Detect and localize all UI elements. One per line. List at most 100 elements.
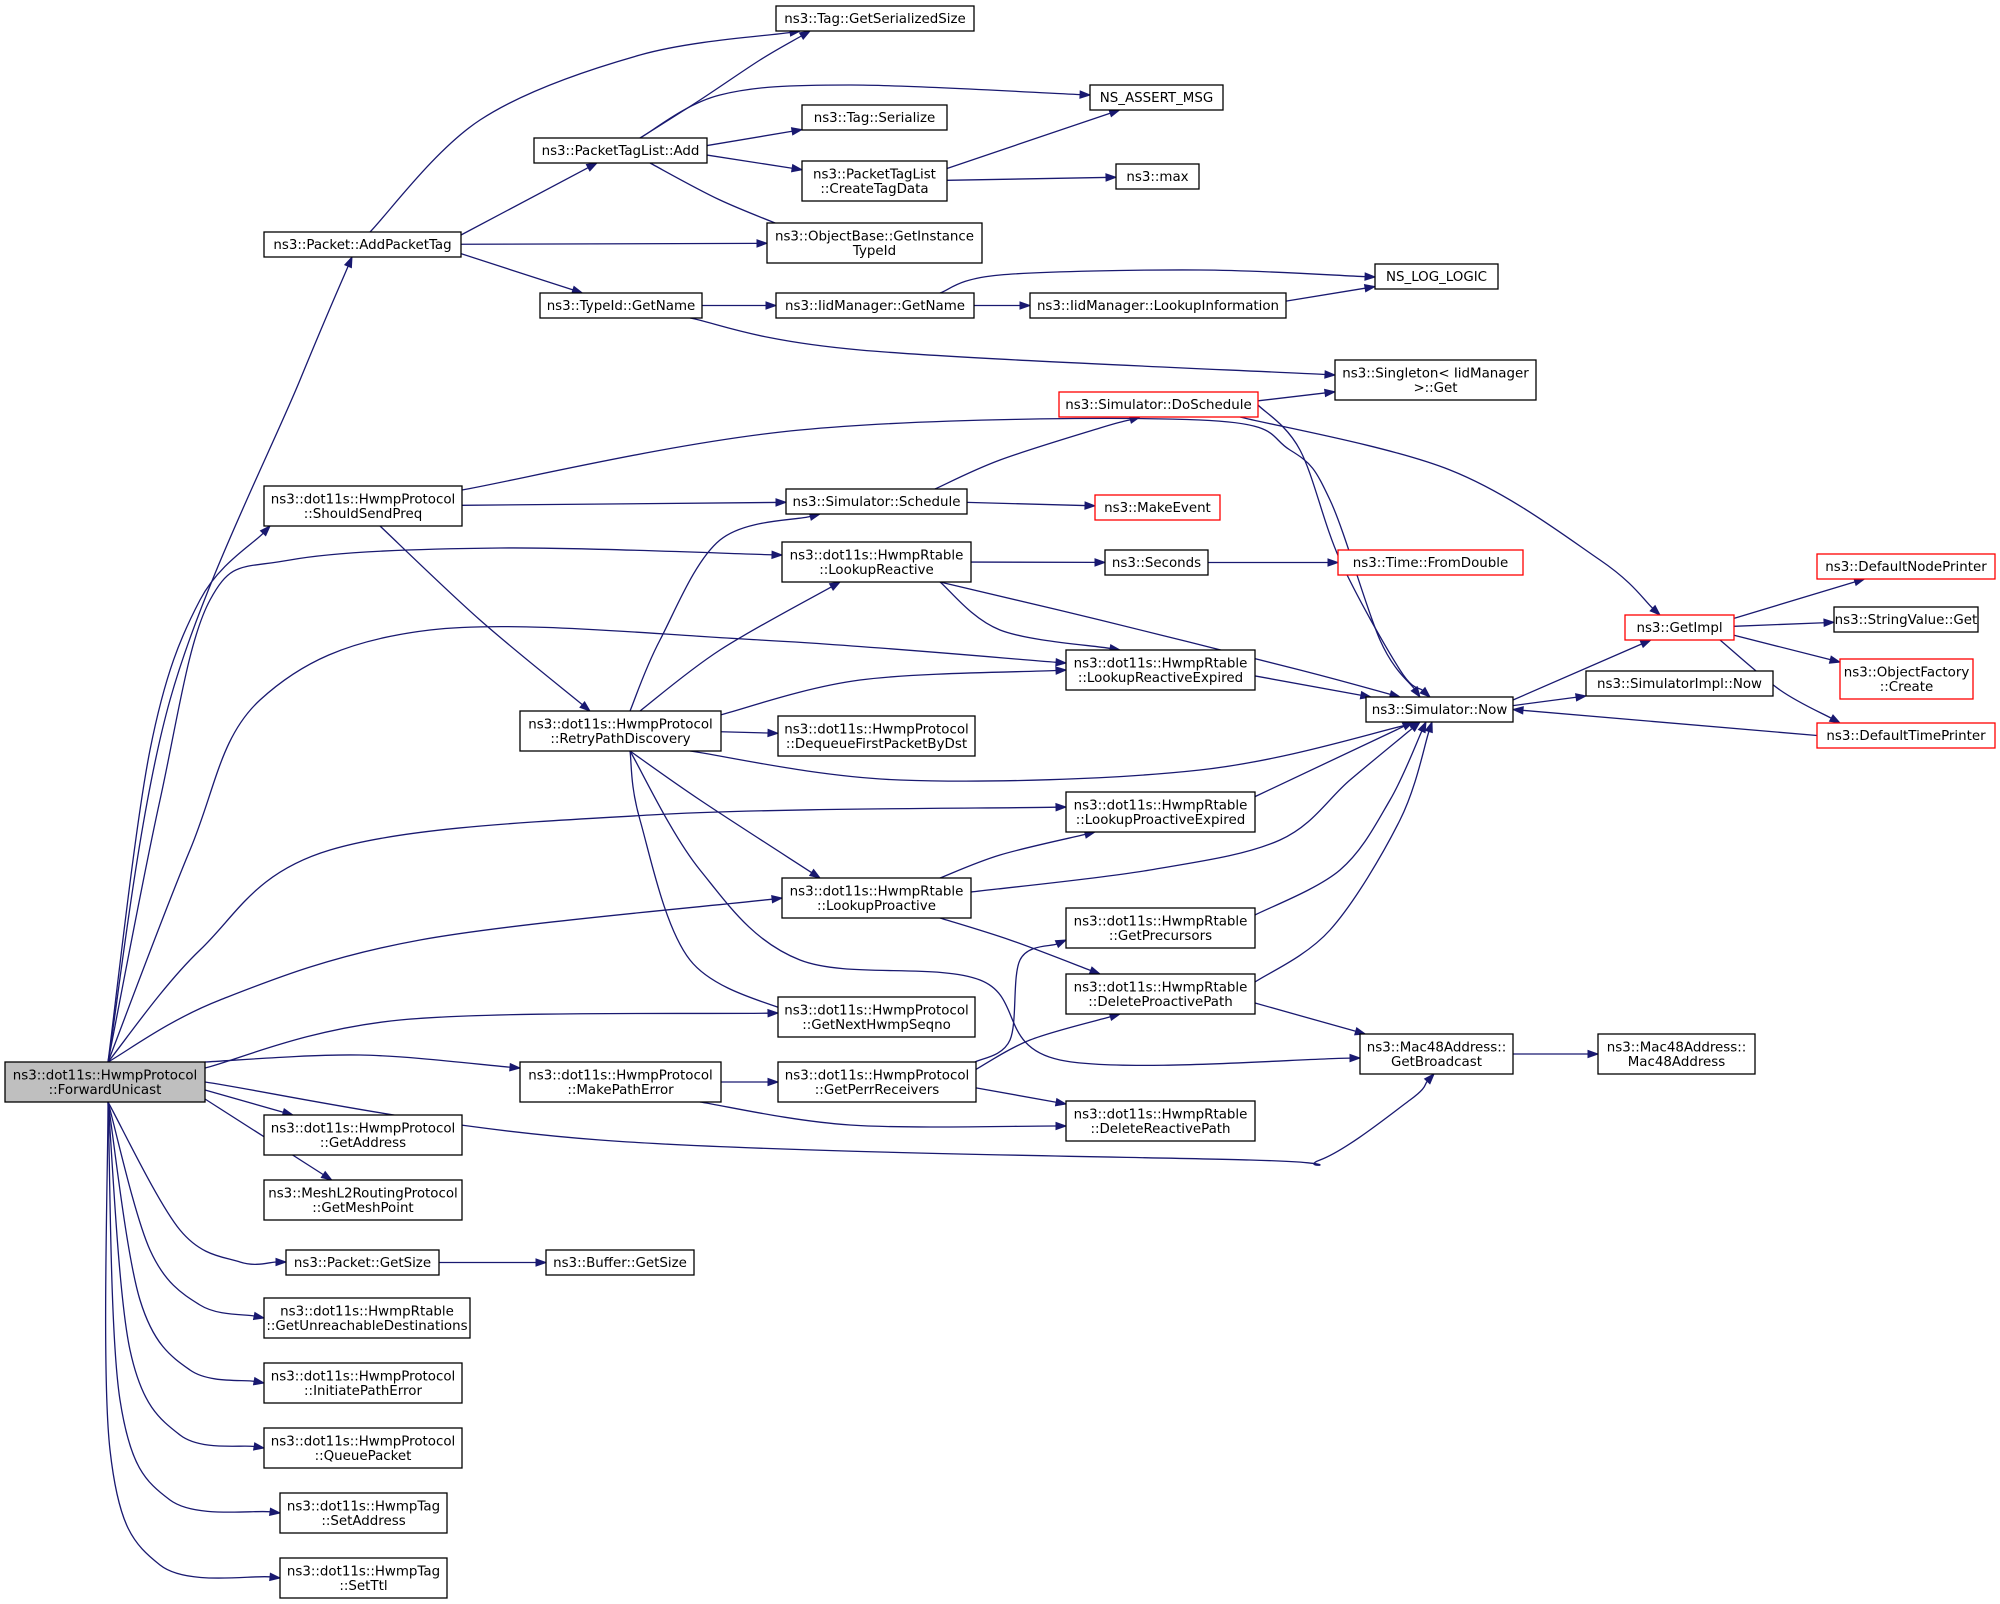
edge-dpp-to-macbc [1254, 1002, 1367, 1036]
edge-line [939, 581, 1111, 650]
node-bufgs[interactable]: ns3::Buffer::GetSize [545, 1249, 695, 1276]
node-svget[interactable]: ns3::StringValue::Get [1833, 606, 1979, 633]
node-iidgn[interactable]: ns3::IidManager::GetName [775, 292, 975, 319]
node-label: ::RetryPathDiscovery [550, 732, 690, 747]
edge-lp-to-dpp [939, 917, 1102, 975]
node-label: ns3::dot11s::HwmpRtable [1074, 799, 1248, 814]
node-label: ns3::Packet::AddPacketTag [273, 238, 451, 253]
node-label: NS_LOG_LOGIC [1386, 270, 1487, 285]
node-mpe[interactable]: ns3::dot11s::HwmpProtocol::MakePathError [519, 1061, 722, 1103]
edge-line [460, 167, 589, 236]
node-simimplnow[interactable]: ns3::SimulatorImpl::Now [1585, 670, 1774, 697]
node-getimpl[interactable]: ns3::GetImpl [1624, 614, 1735, 641]
node-ptla[interactable]: ns3::PacketTagList::Add [533, 137, 708, 164]
node-qp[interactable]: ns3::dot11s::HwmpProtocol::QueuePacket [263, 1427, 463, 1469]
node-label: ::LookupReactive [819, 563, 934, 578]
node-tst[interactable]: ns3::dot11s::HwmpTag::SetTtl [279, 1557, 448, 1599]
node-gud[interactable]: ns3::dot11s::HwmpRtable::GetUnreachableD… [263, 1297, 471, 1339]
node-label: ns3::StringValue::Get [1835, 613, 1978, 628]
node-assert[interactable]: NS_ASSERT_MSG [1089, 84, 1224, 111]
edge-doschedule-to-singleton [1257, 388, 1337, 402]
node-box [1065, 1100, 1256, 1142]
edge-rpd-to-macbc [629, 750, 1362, 1067]
node-label: ns3::IidManager::LookupInformation [1037, 299, 1279, 314]
node-pgs[interactable]: ns3::Packet::GetSize [285, 1249, 440, 1276]
edge-ptla-to-assert [639, 84, 1092, 139]
edge-rpd-to-lr [639, 581, 842, 712]
node-box [1359, 1033, 1514, 1075]
node-dtp[interactable]: ns3::DefaultTimePrinter [1816, 722, 1996, 749]
node-tser[interactable]: ns3::Tag::Serialize [801, 104, 948, 131]
node-label: ::LookupReactiveExpired [1078, 671, 1243, 686]
node-gaddr[interactable]: ns3::dot11s::HwmpProtocol::GetAddress [263, 1114, 463, 1156]
arrowhead [1054, 939, 1068, 949]
node-label: ns3::dot11s::HwmpRtable [1074, 657, 1248, 672]
node-singleton[interactable]: ns3::Singleton< IidManager>::Get [1334, 359, 1537, 401]
arrowhead [1363, 283, 1377, 293]
node-gperr[interactable]: ns3::dot11s::HwmpProtocol::GetPerrReceiv… [777, 1061, 977, 1103]
node-lpe[interactable]: ns3::dot11s::HwmpRtable::LookupProactive… [1065, 791, 1256, 833]
node-box [1833, 606, 1979, 633]
node-addpt[interactable]: ns3::Packet::AddPacketTag [263, 231, 462, 258]
node-dfp[interactable]: ns3::dot11s::HwmpProtocol::DequeueFirstP… [777, 715, 976, 757]
edge-line [699, 1101, 1057, 1128]
edge-ssp-to-rpd [379, 525, 592, 712]
node-macbc[interactable]: ns3::Mac48Address::GetBroadcast [1359, 1033, 1514, 1075]
node-max[interactable]: ns3::max [1115, 163, 1200, 190]
arrowhead [1639, 639, 1653, 649]
node-drp[interactable]: ns3::dot11s::HwmpRtable::DeleteReactiveP… [1065, 1100, 1256, 1142]
node-fwd[interactable]: ns3::dot11s::HwmpProtocol::ForwardUnicas… [4, 1061, 206, 1103]
node-seconds[interactable]: ns3::Seconds [1104, 549, 1209, 576]
node-iidli[interactable]: ns3::IidManager::LookupInformation [1029, 292, 1287, 319]
edge-rpd-to-lre [719, 666, 1068, 716]
node-box [1374, 263, 1499, 290]
node-box [263, 231, 462, 258]
node-box [1365, 696, 1514, 723]
node-ipe[interactable]: ns3::dot11s::HwmpProtocol::InitiatePathE… [263, 1362, 463, 1404]
node-gpre[interactable]: ns3::dot11s::HwmpRtable::GetPrecursors [1065, 907, 1256, 949]
node-ssp[interactable]: ns3::dot11s::HwmpProtocol::ShouldSendPre… [263, 485, 463, 527]
node-lre[interactable]: ns3::dot11s::HwmpRtable::LookupReactiveE… [1065, 649, 1256, 691]
node-doschedule[interactable]: ns3::Simulator::DoSchedule [1058, 391, 1259, 418]
node-tgss[interactable]: ns3::Tag::GetSerializedSize [775, 5, 975, 32]
arrowhead [1324, 388, 1337, 398]
arrowhead [767, 1008, 780, 1018]
node-label: ns3::GetImpl [1636, 621, 1722, 636]
node-fromdouble[interactable]: ns3::Time::FromDouble [1337, 549, 1524, 576]
edge-fwd-to-mpe [204, 1054, 522, 1072]
node-box [533, 137, 708, 164]
node-rpd[interactable]: ns3::dot11s::HwmpProtocol::RetryPathDisc… [519, 710, 722, 752]
edge-fwd-to-gnhs [204, 1008, 780, 1069]
edge-schedule-to-doschedule [934, 415, 1142, 490]
edge-fwd-to-tst [104, 1101, 282, 1582]
node-box [1058, 391, 1259, 418]
node-label: ns3::Simulator::Schedule [793, 495, 961, 510]
node-gmp[interactable]: ns3::MeshL2RoutingProtocol::GetMeshPoint [263, 1179, 463, 1221]
node-label: ns3::dot11s::HwmpProtocol [528, 1069, 713, 1084]
node-dnp[interactable]: ns3::DefaultNodePrinter [1816, 553, 1996, 580]
node-label: ::MakePathError [567, 1083, 674, 1098]
node-simnow[interactable]: ns3::Simulator::Now [1365, 696, 1514, 723]
node-tsa[interactable]: ns3::dot11s::HwmpTag::SetAddress [279, 1492, 448, 1534]
node-macctor[interactable]: ns3::Mac48Address::Mac48Address [1597, 1033, 1756, 1075]
edge-iidgn-to-loglogic [939, 269, 1377, 294]
node-box [263, 1179, 463, 1221]
node-dpp[interactable]: ns3::dot11s::HwmpRtable::DeleteProactive… [1065, 973, 1256, 1015]
node-lr[interactable]: ns3::dot11s::HwmpRtable::LookupReactive [781, 541, 972, 583]
edge-line [1254, 675, 1362, 696]
arrowhead [509, 1062, 522, 1072]
node-schedule[interactable]: ns3::Simulator::Schedule [785, 488, 968, 515]
node-ptlc[interactable]: ns3::PacketTagList::CreateTagData [801, 160, 948, 202]
node-gnhs[interactable]: ns3::dot11s::HwmpProtocol::GetNextHwmpSe… [777, 996, 976, 1038]
node-ofcreate[interactable]: ns3::ObjectFactory::Create [1839, 658, 1974, 700]
node-loglogic[interactable]: NS_LOG_LOGIC [1374, 263, 1499, 290]
edge-line [939, 581, 1391, 696]
node-label: ::GetMeshPoint [312, 1201, 413, 1216]
node-lp[interactable]: ns3::dot11s::HwmpRtable::LookupProactive [781, 877, 972, 919]
node-makeevent[interactable]: ns3::MakeEvent [1094, 494, 1221, 521]
node-label: ns3::Packet::GetSize [294, 1256, 431, 1271]
node-tidgn[interactable]: ns3::TypeId::GetName [539, 292, 703, 319]
node-box [263, 1427, 463, 1469]
